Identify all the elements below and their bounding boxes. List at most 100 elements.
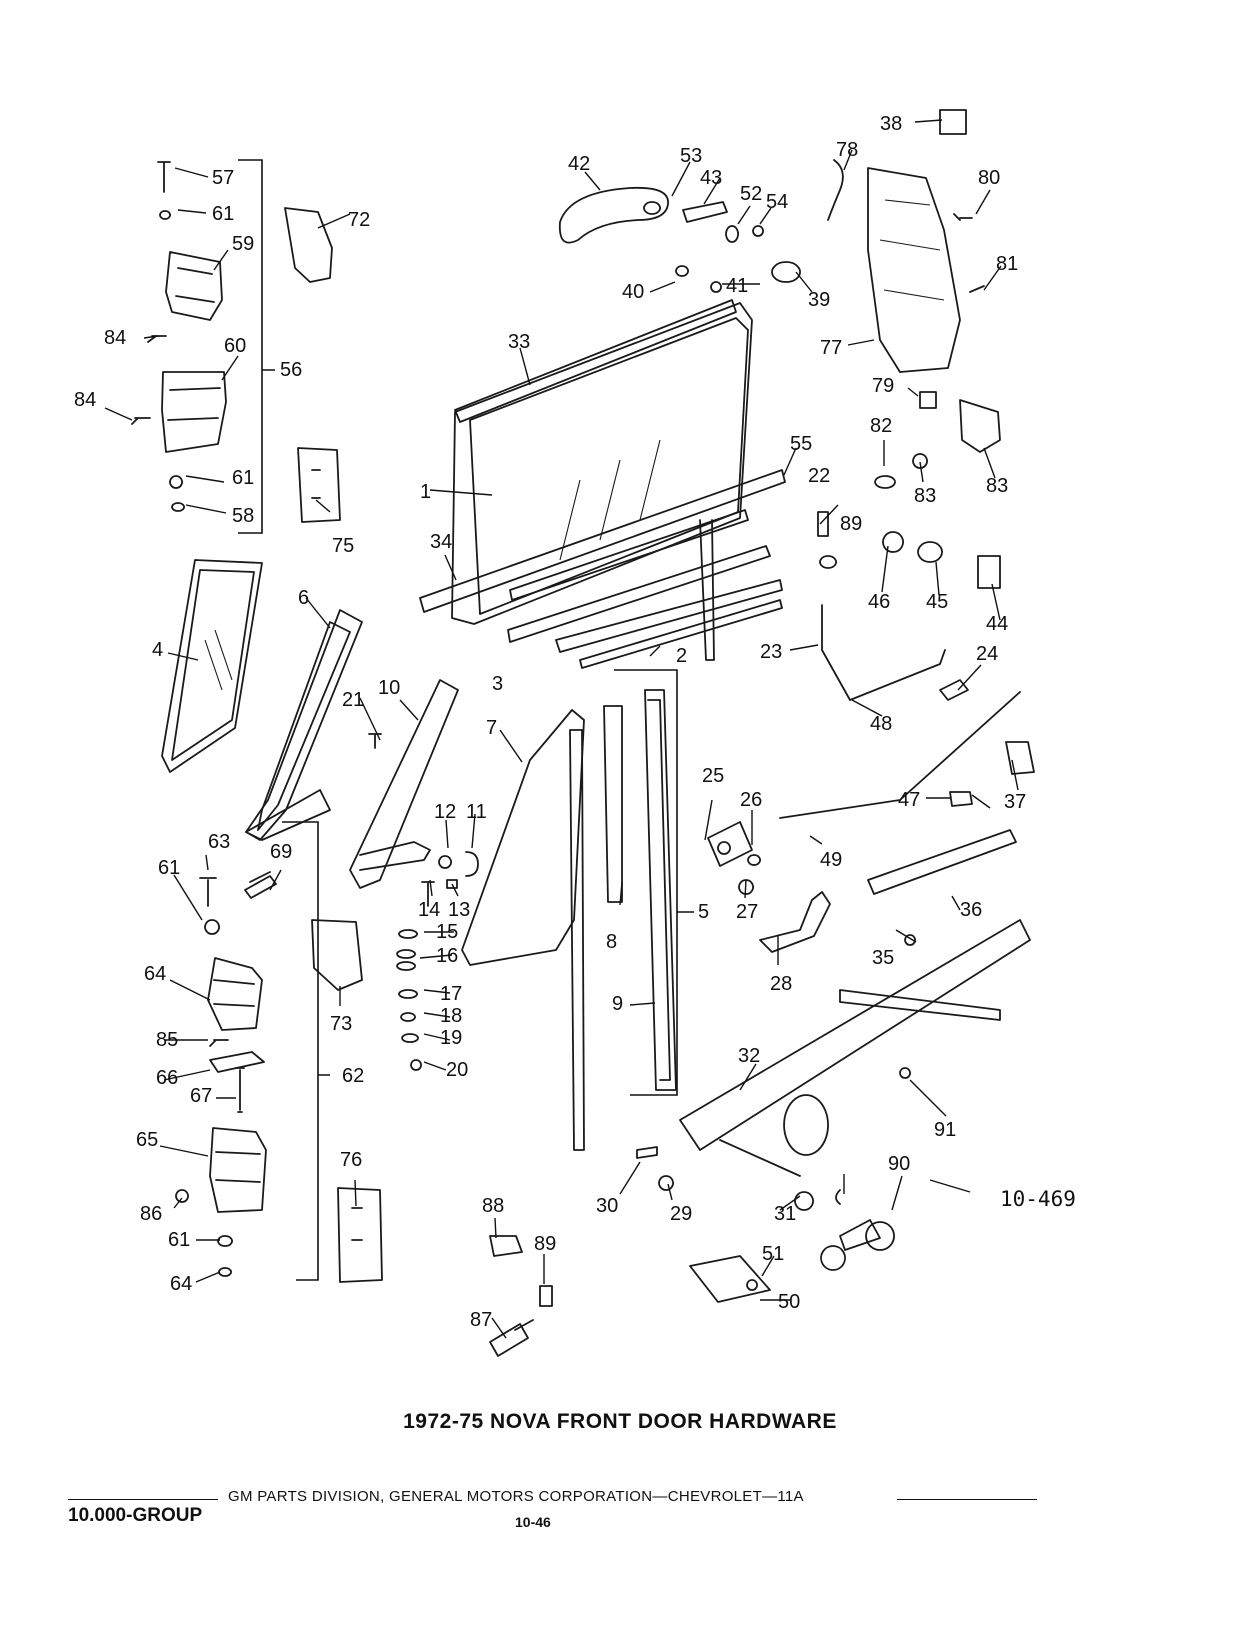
callout-61b: 61: [232, 467, 254, 489]
callout-49: 49: [820, 849, 842, 871]
callout-54: 54: [766, 191, 788, 213]
callout-27: 27: [736, 901, 758, 923]
callout-52: 52: [740, 183, 762, 205]
callout-1: 1: [420, 481, 431, 503]
hinge-upper-parts: [131, 161, 341, 523]
callout-69: 69: [270, 841, 292, 863]
callout-90: 91: [934, 1119, 956, 1141]
callout-8: 8: [606, 931, 617, 953]
callout-88: 89: [840, 513, 862, 535]
footer-publisher: GM PARTS DIVISION, GENERAL MOTORS CORPOR…: [228, 1488, 804, 1505]
callout-29: 29: [670, 1203, 692, 1225]
callout-53: 53: [680, 145, 702, 167]
callout-82: 83: [986, 475, 1008, 497]
callout-39: 39: [808, 289, 830, 311]
footer-rule-right: [897, 1499, 1037, 1500]
callout-23: 23: [760, 641, 782, 663]
callout-74: 76: [340, 1149, 362, 1171]
callout-87: 89: [534, 1233, 556, 1255]
callout-73: 75: [332, 535, 354, 557]
callout-47: 47: [898, 789, 920, 811]
callout-89: 90: [888, 1153, 910, 1175]
callout-86: 88: [482, 1195, 504, 1217]
callout-84a: 85: [156, 1029, 178, 1051]
small-hardware-center: [199, 733, 479, 1071]
callout-20: 20: [446, 1059, 468, 1081]
callout-12: 12: [434, 801, 456, 823]
callout-61a: 61: [212, 203, 234, 225]
callout-40: 40: [622, 281, 644, 303]
callout-19: 19: [440, 1027, 462, 1049]
callout-13: 13: [448, 899, 470, 921]
callout-80: 82: [870, 415, 892, 437]
callout-55: 55: [790, 433, 812, 455]
callout-35: 35: [872, 947, 894, 969]
footer-group: 10.000-GROUP: [68, 1505, 203, 1526]
callout-32: 32: [738, 1045, 760, 1067]
callout-56: 56: [280, 359, 302, 381]
callout-36: 36: [960, 899, 982, 921]
callout-24: 24: [976, 643, 998, 665]
bracket-56: [238, 159, 275, 534]
callout-3: 3: [492, 673, 503, 695]
callout-22: 22: [808, 465, 830, 487]
callout-41: 41: [726, 275, 748, 297]
callout-26: 26: [740, 789, 762, 811]
callout-48: 48: [870, 713, 892, 735]
window-glass-and-frames: [161, 299, 786, 1151]
callout-43: 43: [700, 167, 722, 189]
callout-labels: 57 61 59 72 84 60 56 84 61 58 75 33 1 34…: [74, 113, 1026, 1331]
callout-6: 6: [298, 587, 309, 609]
callout-25: 25: [702, 765, 724, 787]
callout-85: 87: [470, 1309, 492, 1331]
callout-15: 15: [436, 921, 458, 943]
callout-45: 45: [926, 591, 948, 613]
callout-17: 17: [440, 983, 462, 1005]
callout-81: 83: [914, 485, 936, 507]
bracket-5: [614, 669, 694, 1096]
rods-regulator-crank: [489, 604, 1035, 1357]
bracket-62: [282, 821, 330, 1281]
callout-78: 80: [978, 167, 1000, 189]
callout-44: 44: [986, 613, 1008, 635]
callout-31: 31: [774, 1203, 796, 1225]
callout-62: 62: [342, 1065, 364, 1087]
callout-79: 81: [996, 253, 1018, 275]
callout-9: 9: [612, 993, 623, 1015]
callout-58: 58: [232, 505, 254, 527]
callout-33: 33: [508, 331, 530, 353]
callout-14: 14: [418, 899, 440, 921]
callout-61d: 61: [168, 1229, 190, 1251]
callout-38: 38: [880, 113, 902, 135]
door-handle-and-lock-parts: [558, 109, 1001, 589]
callout-67: 66: [156, 1067, 178, 1089]
callout-84b: 86: [140, 1203, 162, 1225]
callout-65: 64: [144, 963, 166, 985]
callout-83a: 84: [104, 327, 126, 349]
leader-lines: [104, 119, 1019, 1339]
callout-30: 30: [596, 1195, 618, 1217]
callout-18: 18: [440, 1005, 462, 1027]
callout-4: 4: [152, 639, 163, 661]
callout-42: 42: [568, 153, 590, 175]
callout-68: 67: [190, 1085, 212, 1107]
callout-50: 50: [778, 1291, 800, 1313]
callout-16: 16: [436, 945, 458, 967]
hinge-lower-parts: [175, 919, 383, 1283]
callout-57: 57: [212, 167, 234, 189]
callout-34: 34: [430, 531, 452, 553]
callout-2: 2: [676, 645, 687, 667]
callout-10: 10: [378, 677, 400, 699]
callout-21: 21: [342, 689, 364, 711]
callout-11: 11: [466, 801, 487, 823]
callout-7: 7: [486, 717, 497, 739]
callout-76: 78: [836, 139, 858, 161]
footer-rule-left: [68, 1499, 218, 1500]
diagram-title: 1972-75 NOVA FRONT DOOR HARDWARE: [403, 1410, 837, 1433]
callout-51: 51: [762, 1243, 784, 1265]
callout-59: 59: [232, 233, 254, 255]
callout-63: 63: [208, 831, 230, 853]
figure-number: 10-469: [1000, 1187, 1076, 1211]
callout-37: 37: [1004, 791, 1026, 813]
